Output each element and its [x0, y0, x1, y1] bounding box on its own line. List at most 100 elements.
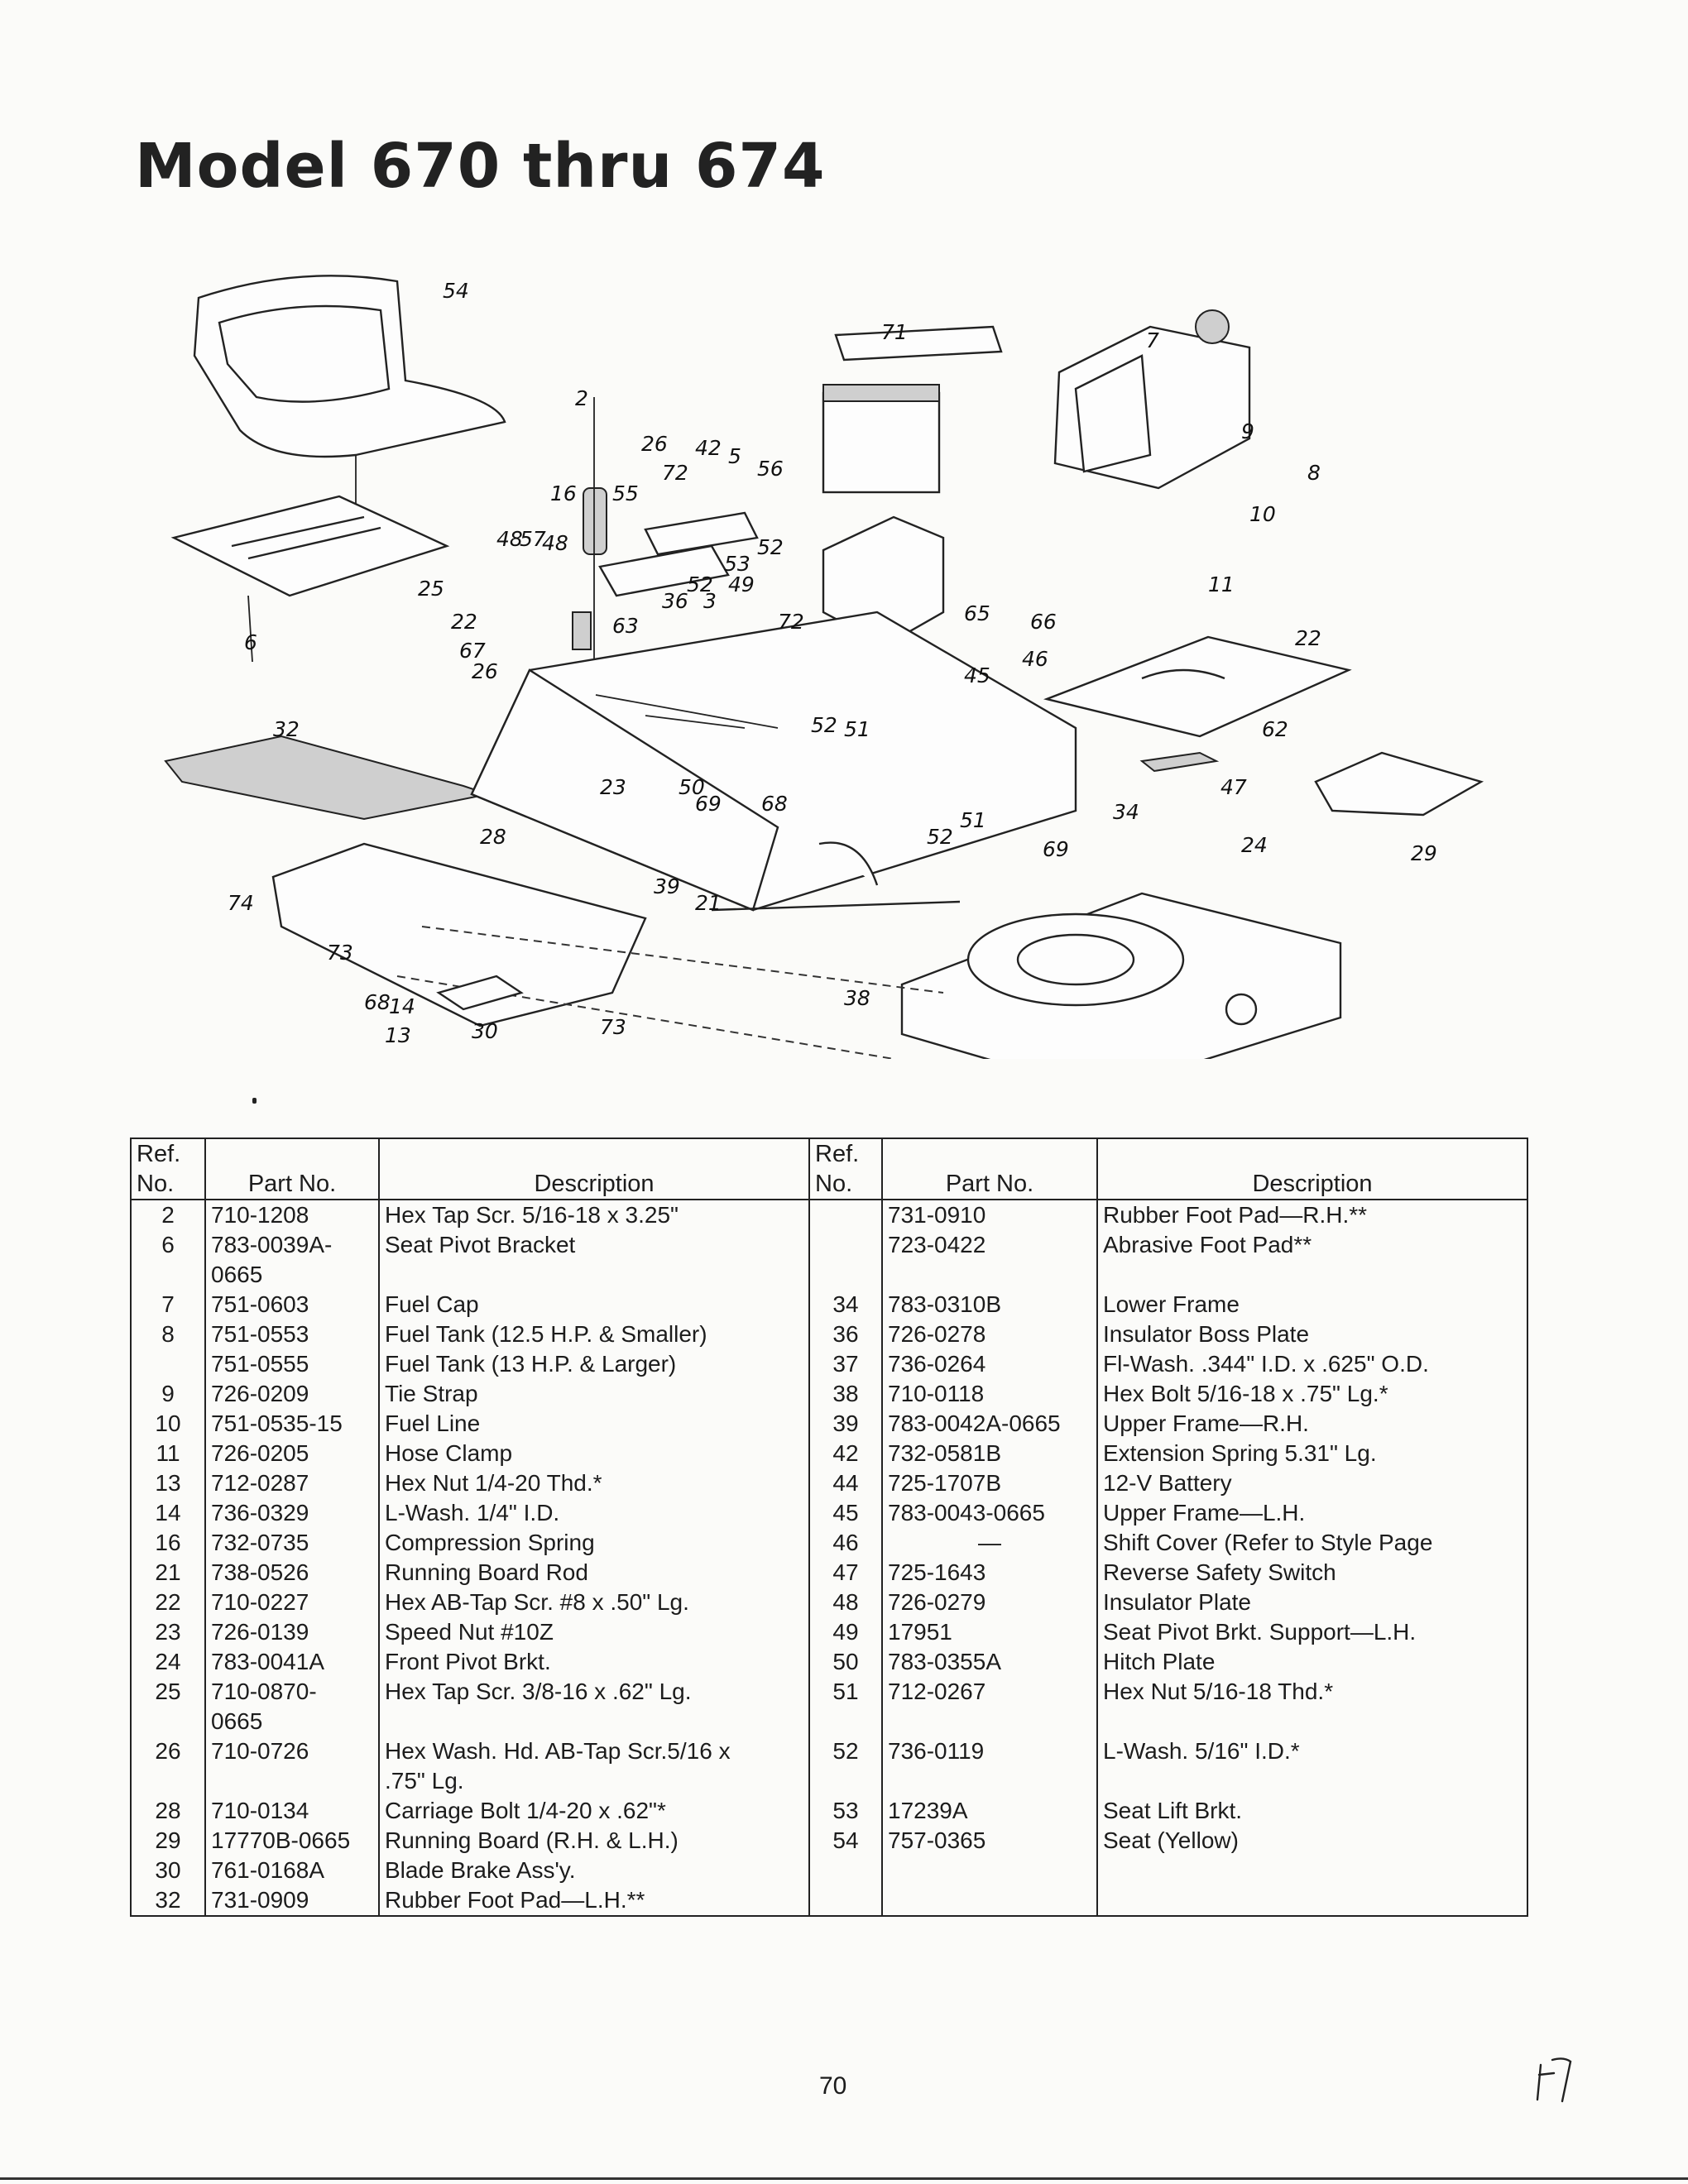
- part-description: Hex Tap Scr. 3/8-16 x .62" Lg.: [378, 1677, 810, 1736]
- svg-text:34: 34: [1113, 800, 1139, 824]
- description-header: Description: [378, 1138, 810, 1200]
- part-number: 726-0209: [204, 1379, 380, 1409]
- ref-number: 14: [130, 1498, 206, 1528]
- hitch-plate-drawing: [271, 842, 944, 1060]
- ref-number: 42: [808, 1439, 883, 1468]
- part-description: L-Wash. 1/4" I.D.: [378, 1498, 810, 1528]
- part-description: Rubber Foot Pad—L.H.**: [378, 1885, 810, 1917]
- ref-number: 25: [130, 1677, 206, 1736]
- part-number: 17951: [881, 1617, 1098, 1647]
- part-description: Upper Frame—L.H.: [1096, 1498, 1528, 1528]
- part-number: 710-0870- 0665: [204, 1677, 380, 1736]
- part-number: 751-0553: [204, 1320, 380, 1349]
- ref-number: 36: [808, 1320, 883, 1349]
- part-description: Fl-Wash. .344" I.D. x .625" O.D.: [1096, 1349, 1528, 1379]
- ref-number: 44: [808, 1468, 883, 1498]
- svg-text:55: 55: [612, 481, 639, 505]
- part-number: 738-0526: [204, 1558, 380, 1588]
- svg-text:16: 16: [550, 481, 577, 505]
- exploded-parts-diagram: 54 71 7 9 8 10 11 2 26 42 5 56 72 16 55 …: [149, 265, 1506, 1094]
- part-number: 751-0555: [204, 1349, 380, 1379]
- part-no-header: Part No.: [204, 1138, 380, 1200]
- battery-drawing: [822, 325, 1003, 494]
- part-number: 726-0205: [204, 1439, 380, 1468]
- svg-text:74: 74: [228, 891, 254, 915]
- part-number: 736-0119: [881, 1736, 1098, 1796]
- svg-text:10: 10: [1249, 502, 1276, 526]
- description-header-right: Description: [1096, 1138, 1528, 1200]
- part-description: Hex Bolt 5/16-18 x .75" Lg.*: [1096, 1379, 1528, 1409]
- bottom-rule: [0, 2177, 1688, 2180]
- seat-pivot-bracket-drawing: [170, 495, 450, 663]
- part-description: Running Board Rod: [378, 1558, 810, 1588]
- svg-text:68: 68: [761, 792, 788, 816]
- svg-text:72: 72: [778, 610, 804, 634]
- ref-number: [808, 1856, 883, 1885]
- ref-number: 46: [808, 1528, 883, 1558]
- part-number: 17770B-0665: [204, 1826, 380, 1856]
- part-description: [1096, 1856, 1528, 1885]
- svg-text:21: 21: [695, 891, 722, 915]
- part-number: 726-0278: [881, 1320, 1098, 1349]
- part-number: 783-0042A-0665: [881, 1409, 1098, 1439]
- svg-text:13: 13: [385, 1023, 411, 1047]
- ref-number: 50: [808, 1647, 883, 1677]
- svg-text:73: 73: [600, 1015, 626, 1039]
- part-number: 710-0134: [204, 1796, 380, 1826]
- part-description: L-Wash. 5/16" I.D.*: [1096, 1736, 1528, 1796]
- part-description: Hex Wash. Hd. AB-Tap Scr.5/16 x .75" Lg.: [378, 1736, 810, 1796]
- spring-linkage-drawing: [572, 397, 759, 728]
- svg-text:22: 22: [451, 610, 477, 634]
- part-description: Fuel Cap: [378, 1290, 810, 1320]
- svg-text:72: 72: [662, 461, 688, 485]
- svg-text:46: 46: [1022, 647, 1048, 671]
- part-number: 732-0581B: [881, 1439, 1098, 1468]
- ref-number: 32: [130, 1885, 206, 1917]
- svg-text:62: 62: [1262, 717, 1288, 741]
- svg-text:56: 56: [757, 457, 784, 481]
- part-description: Hex AB-Tap Scr. #8 x .50" Lg.: [378, 1588, 810, 1617]
- ref-number: 39: [808, 1409, 883, 1439]
- part-description: Insulator Plate: [1096, 1588, 1528, 1617]
- part-number: —: [881, 1528, 1098, 1558]
- svg-text:69: 69: [695, 792, 722, 816]
- part-description: Fuel Tank (13 H.P. & Larger): [378, 1349, 810, 1379]
- part-description: Seat Pivot Bracket: [378, 1230, 810, 1290]
- part-description: Compression Spring: [378, 1528, 810, 1558]
- ref-no-header-right: Ref. No.: [808, 1138, 883, 1200]
- ref-number: 49: [808, 1617, 883, 1647]
- ref-number: 30: [130, 1856, 206, 1885]
- lower-frame-drawing: [900, 892, 1342, 1094]
- svg-text:3: 3: [703, 589, 717, 613]
- svg-text:71: 71: [881, 320, 908, 344]
- part-number: 725-1643: [881, 1558, 1098, 1588]
- svg-text:51: 51: [844, 717, 870, 741]
- part-description: Rubber Foot Pad—R.H.**: [1096, 1200, 1528, 1230]
- ref-number: [130, 1349, 206, 1379]
- part-number: 783-0310B: [881, 1290, 1098, 1320]
- part-description: Blade Brake Ass'y.: [378, 1856, 810, 1885]
- part-description: Insulator Boss Plate: [1096, 1320, 1528, 1349]
- svg-text:30: 30: [472, 1019, 498, 1043]
- upper-frame-drawing: [470, 611, 1077, 912]
- part-description: Upper Frame—R.H.: [1096, 1409, 1528, 1439]
- page-title: Model 670 thru 674: [135, 131, 826, 202]
- svg-text:63: 63: [612, 614, 639, 638]
- page-number: 70: [819, 2072, 847, 2100]
- part-number: [881, 1856, 1098, 1885]
- part-number: 710-0726: [204, 1736, 380, 1796]
- ref-number: 13: [130, 1468, 206, 1498]
- part-description: [1096, 1885, 1528, 1917]
- ref-number: 52: [808, 1736, 883, 1796]
- ref-number: 7: [130, 1290, 206, 1320]
